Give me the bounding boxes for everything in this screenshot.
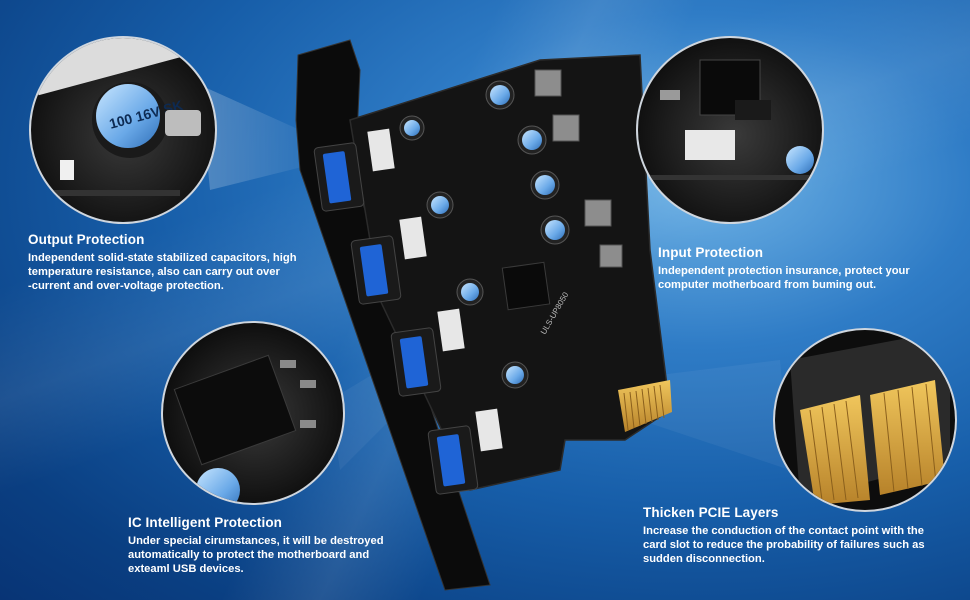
white-connector [475,408,503,452]
description-line: -current and over-voltage protection. [28,280,224,292]
description-line: Under special cirumstances, it will be d… [128,535,384,547]
description-line: temperature resistance, also can carry o… [28,266,280,278]
feature-description: Under special cirumstances, it will be d… [128,534,428,576]
feature-title: IC Intelligent Protection [128,515,283,530]
usb-port-3 [390,327,442,397]
feature-description: Independent protection insurance, protec… [658,264,958,292]
usb-port-1 [313,142,365,212]
feature-description: Independent solid-state stabilized capac… [28,251,348,293]
zoom-output-protection: 100 16V SK [29,36,217,224]
white-connector [399,216,427,260]
description-line: card slot to reduce the probability of f… [643,539,925,551]
feature-title: Input Protection [658,245,764,260]
zoom-pcie-layers [773,328,957,512]
feature-pcie-layers: Thicken PCIE Layers Increase the conduct… [643,505,965,566]
capacitors [399,80,570,389]
white-connector [367,128,395,172]
zoom-input-protection [636,36,824,224]
gold-finger-lines [623,384,665,431]
description-line: computer motherboard from buming out. [658,279,877,291]
description-line: Independent solid-state stabilized capac… [28,252,297,264]
gold-fingers [618,380,672,432]
feature-ic-protection: IC Intelligent Protection Under special … [128,515,428,576]
usb-port-2 [350,235,402,305]
description-line: Increase the conduction of the contact p… [643,525,924,537]
white-connector [437,308,465,352]
usb-pcie-card: ULS-UP8050 [295,39,672,591]
feature-title: Output Protection [28,232,145,247]
usb-port-4 [427,425,479,495]
feature-description: Increase the conduction of the contact p… [643,524,965,566]
zoom-ic-protection [161,321,345,505]
description-line: automatically to protect the motherboard… [128,549,370,561]
description-line: exteaml USB devices. [128,563,244,575]
feature-output-protection: Output Protection Independent solid-stat… [28,232,348,293]
description-line: Independent protection insurance, protec… [658,265,910,277]
feature-input-protection: Input Protection Independent protection … [658,245,958,292]
inductors [534,69,623,268]
description-line: sudden disconnection. [643,553,765,565]
controller-chip [501,261,551,311]
feature-title: Thicken PCIE Layers [643,505,779,520]
